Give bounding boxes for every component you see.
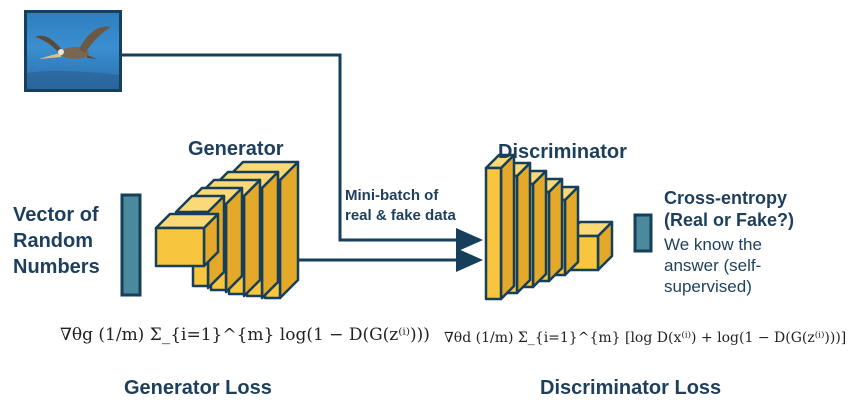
- vector-label-line1: Vector of: [13, 204, 99, 226]
- generator-title: Generator: [188, 138, 284, 160]
- vector-label-line2: Random: [13, 230, 93, 252]
- discriminator-title: Discriminator: [498, 141, 627, 163]
- selfsupervised-note-line3: supervised): [664, 277, 752, 296]
- generator-loss-title: Generator Loss: [124, 377, 272, 399]
- real-data-arrow: [122, 53, 483, 252]
- crossentropy-label-line1: Cross-entropy: [664, 188, 788, 208]
- vector-label-line3: Numbers: [13, 256, 100, 278]
- pelican-photo: [24, 10, 122, 92]
- crossentropy-label-line2: (Real or Fake?): [664, 210, 795, 230]
- discriminator-loss-formula: ∇θd (1/m) Σ_{i=1}^{m} [log D(x⁽ⁱ⁾) + log…: [444, 330, 847, 346]
- selfsupervised-note-line2: answer (self-: [664, 256, 762, 275]
- generator-loss-formula: ∇θg (1/m) Σ_{i=1}^{m} log(1 − D(G(z⁽ⁱ⁾))…: [60, 325, 430, 345]
- minibatch-label-line2: real & fake data: [345, 207, 456, 224]
- selfsupervised-note-line1: We know the: [664, 235, 762, 254]
- minibatch-label-line1: Mini-batch of: [345, 187, 439, 204]
- discriminator-loss-title: Discriminator Loss: [540, 377, 722, 399]
